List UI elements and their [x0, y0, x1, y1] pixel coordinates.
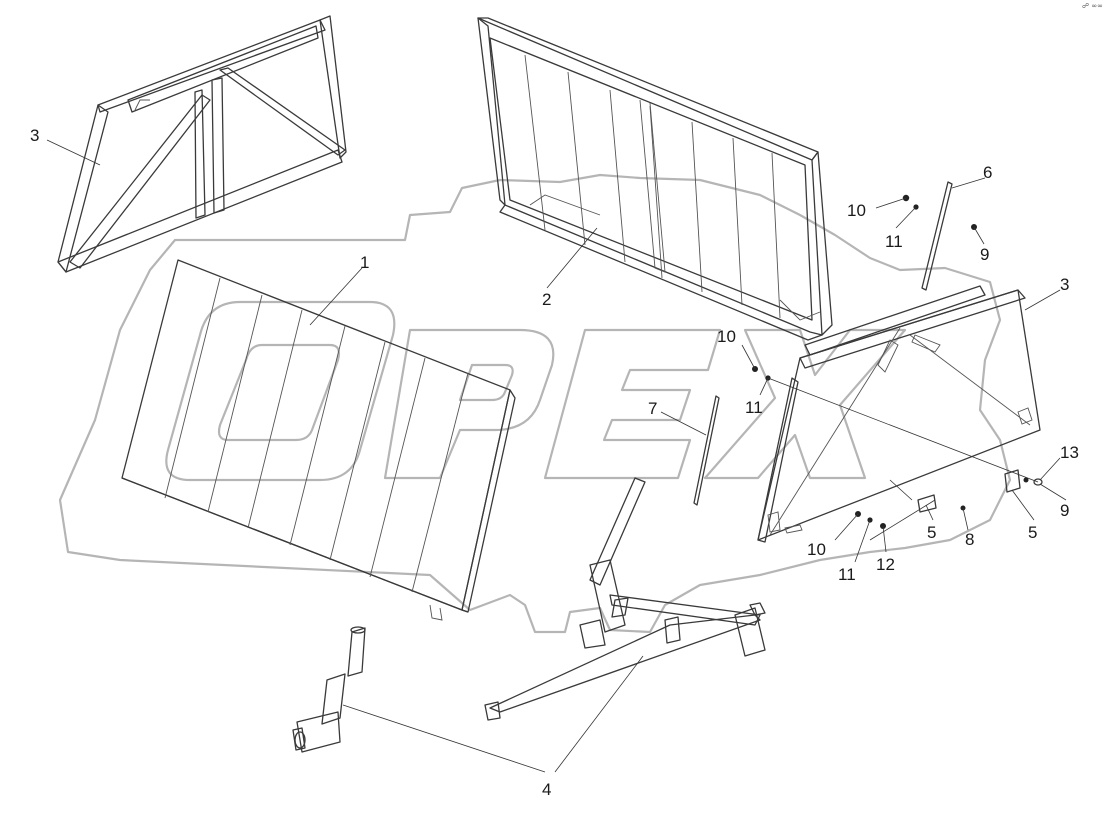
callout-3-right: 3 — [1060, 275, 1069, 294]
part-7-rod — [693, 395, 720, 506]
part-2-rear-panel — [477, 17, 833, 341]
part-4-actuator — [292, 626, 366, 753]
callout-11-bottom: 11 — [838, 565, 856, 584]
part-1-floor-panel — [121, 259, 516, 621]
callout-5-left: 5 — [927, 523, 936, 542]
callout-1: 1 — [360, 253, 369, 272]
callout-2: 2 — [542, 290, 551, 309]
callout-11-top: 11 — [885, 232, 903, 251]
callout-10-bottom: 10 — [807, 540, 826, 559]
callout-10-top: 10 — [847, 201, 866, 220]
watermark-gear-outline — [58, 173, 1012, 634]
callout-11-mid: 11 — [745, 398, 763, 417]
callout-8: 8 — [965, 530, 974, 549]
part-6-rod — [921, 181, 953, 291]
corner-mark: ☍ ∞∞ — [1082, 2, 1103, 10]
callout-9-bottom: 9 — [1060, 501, 1069, 520]
part-4-mechanism-assembly — [484, 477, 766, 721]
callout-10-mid: 10 — [717, 327, 736, 346]
callout-7: 7 — [648, 399, 657, 418]
watermark-letter-p — [383, 328, 555, 480]
callout-13: 13 — [1060, 443, 1079, 462]
callout-3-left: 3 — [30, 126, 39, 145]
watermark-letter-x — [703, 328, 907, 480]
callout-9-top: 9 — [980, 245, 989, 264]
watermark-letter-e — [543, 328, 722, 480]
watermark-letter-o — [165, 300, 396, 482]
callout-5-right: 5 — [1028, 523, 1037, 542]
callout-6: 6 — [983, 163, 992, 182]
part-3-left-frame — [57, 15, 347, 273]
part-3-right-frame — [757, 285, 1041, 543]
hardware-items — [752, 194, 1043, 529]
leader-lines — [46, 139, 1067, 773]
callout-12: 12 — [876, 555, 895, 574]
callout-4: 4 — [542, 780, 551, 799]
watermark — [58, 173, 1012, 634]
callout-labels: 3 1 2 3 6 10 11 9 10 11 7 13 9 5 5 8 10 … — [30, 126, 1079, 799]
